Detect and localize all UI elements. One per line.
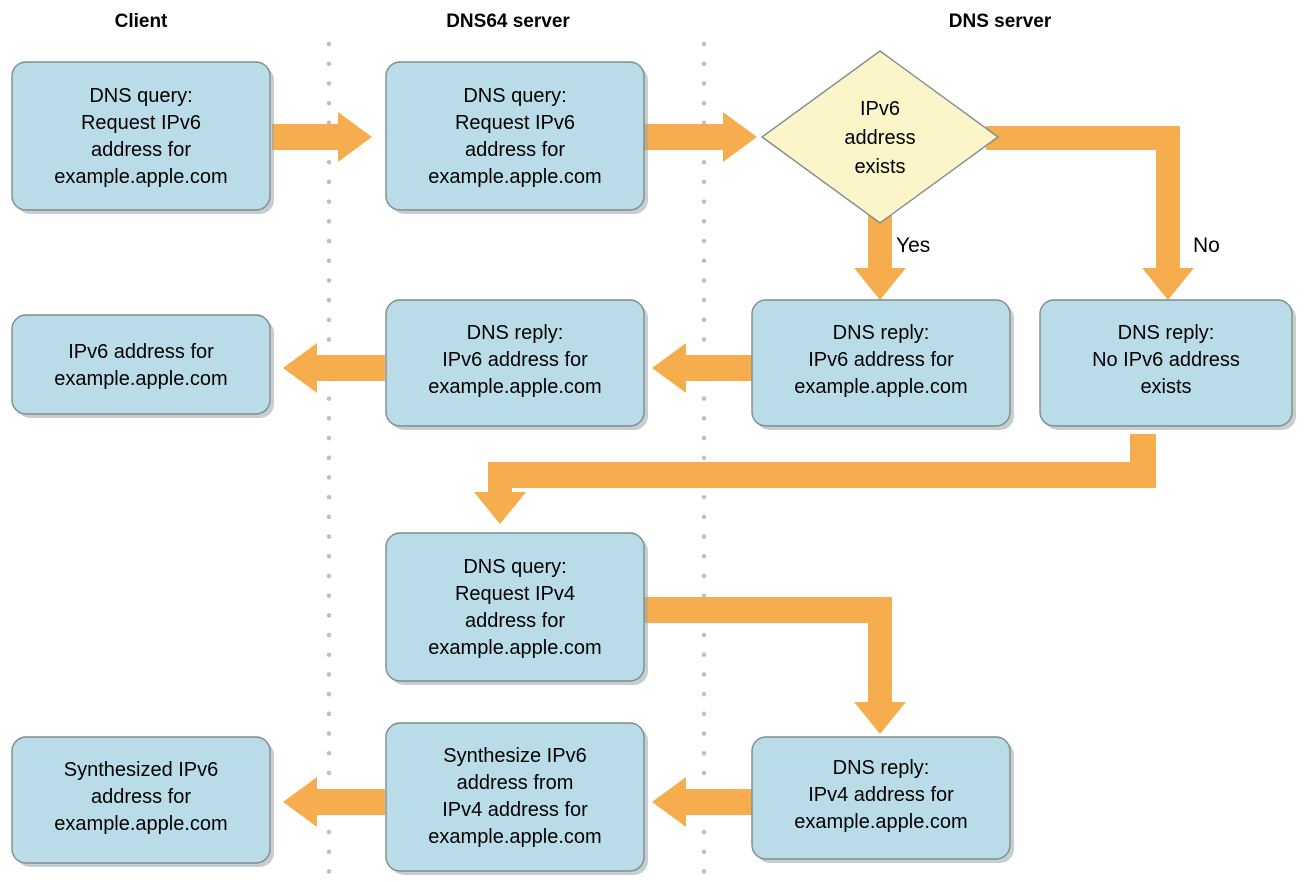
node-text-line: exists xyxy=(854,156,905,178)
node-decision-ipv6-address-exists[interactable]: IPv6 address exists xyxy=(760,50,1000,224)
node-dns-reply-ipv4-dns[interactable]: DNS reply: IPv4 address for example.appl… xyxy=(751,736,1014,863)
arrow-query-dns64-to-dns xyxy=(644,112,757,162)
node-text-line: IPv6 address for xyxy=(808,349,954,371)
node-synthesized-ipv6-client[interactable]: Synthesized IPv6 address for example.app… xyxy=(11,736,274,867)
node-dns-query-ipv6-dns64[interactable]: DNS query: Request IPv6 address for exam… xyxy=(385,61,648,214)
arrow-ipv4-reply-to-dns64 xyxy=(652,777,752,827)
arrow-query-client-to-dns64 xyxy=(272,112,372,162)
lane-title-dns64: DNS64 server xyxy=(446,11,570,32)
edge-label-yes: Yes xyxy=(896,234,930,257)
node-dns-reply-ipv6-dns64[interactable]: DNS reply: IPv6 address for example.appl… xyxy=(385,299,648,430)
node-text-line: DNS reply: xyxy=(833,322,930,344)
node-text-line: DNS query: xyxy=(89,85,192,107)
lane-title-client: Client xyxy=(115,11,168,32)
node-text-line: example.apple.com xyxy=(794,376,967,398)
arrow-no-reply-to-ipv4-query xyxy=(474,434,1156,524)
node-text-line: address for xyxy=(91,139,191,161)
node-ipv6-address-client[interactable]: IPv6 address for example.apple.com xyxy=(11,314,274,418)
node-text-line: Request IPv4 xyxy=(455,583,575,605)
node-text-line: IPv4 address for xyxy=(808,784,954,806)
node-text-line: IPv4 address for xyxy=(442,799,588,821)
node-text-line: address from xyxy=(457,772,574,794)
arrow-reply-dns-to-dns64 xyxy=(652,343,752,393)
arrow-no-branch xyxy=(986,126,1194,300)
node-text-line: example.apple.com xyxy=(428,376,601,398)
node-text-line: address for xyxy=(465,610,565,632)
edge-label-no: No xyxy=(1193,234,1220,257)
node-text-line: IPv6 address for xyxy=(442,349,588,371)
node-text-line: DNS query: xyxy=(463,85,566,107)
node-synthesize-ipv6-dns64[interactable]: Synthesize IPv6 address from IPv4 addres… xyxy=(385,722,648,875)
lane-title-dns: DNS server xyxy=(949,11,1052,32)
arrow-ipv4-query-to-dns xyxy=(644,597,906,734)
node-text-line: example.apple.com xyxy=(54,368,227,390)
node-text-line: IPv6 address for xyxy=(68,341,214,363)
node-text-line: DNS query: xyxy=(463,556,566,578)
arrow-synth-to-client xyxy=(283,777,385,827)
node-text-line: address xyxy=(844,127,915,149)
node-text-line: example.apple.com xyxy=(428,637,601,659)
node-text-line: DNS reply: xyxy=(467,322,564,344)
node-text-line: example.apple.com xyxy=(428,166,601,188)
node-text-line: Request IPv6 xyxy=(455,112,575,134)
node-text-line: IPv6 xyxy=(860,98,900,120)
node-text-line: address for xyxy=(91,786,191,808)
node-text-line: Request IPv6 xyxy=(81,112,201,134)
node-text-line: example.apple.com xyxy=(428,826,601,848)
node-dns-reply-no-ipv6[interactable]: DNS reply: No IPv6 address exists xyxy=(1039,299,1296,430)
node-text-line: address for xyxy=(465,139,565,161)
node-text-line: exists xyxy=(1140,376,1191,398)
node-text-line: DNS reply: xyxy=(1118,322,1215,344)
node-text-line: Synthesize IPv6 xyxy=(443,745,586,767)
arrow-reply-dns64-to-client xyxy=(283,343,385,393)
node-text-line: example.apple.com xyxy=(54,813,227,835)
node-text-line: example.apple.com xyxy=(794,811,967,833)
node-text-line: No IPv6 address xyxy=(1092,349,1240,371)
node-text-line: DNS reply: xyxy=(833,757,930,779)
arrow-yes-branch xyxy=(854,208,906,300)
node-dns-query-ipv4-dns64[interactable]: DNS query: Request IPv4 address for exam… xyxy=(385,532,648,685)
node-text-line: example.apple.com xyxy=(54,166,227,188)
node-dns-reply-ipv6-dns[interactable]: DNS reply: IPv6 address for example.appl… xyxy=(751,299,1014,430)
node-text-line: Synthesized IPv6 xyxy=(64,759,219,781)
node-dns-query-ipv6-client[interactable]: DNS query: Request IPv6 address for exam… xyxy=(11,61,274,214)
